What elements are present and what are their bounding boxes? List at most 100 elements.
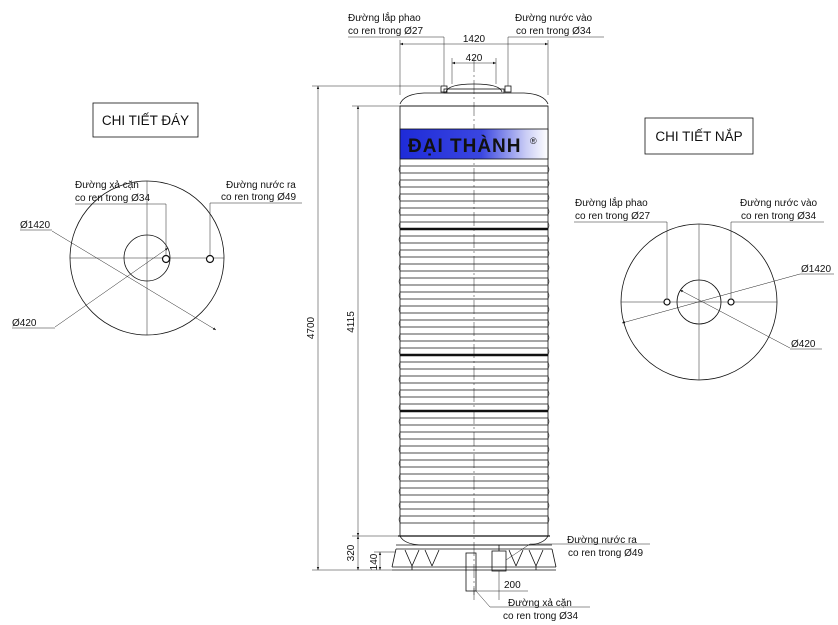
bottom-drain-label-2: co ren trong Ø34 <box>75 193 150 204</box>
bottom-dia-outer-label: Ø1420 <box>20 220 50 231</box>
top-dia-outer-line <box>621 273 801 324</box>
tank-rib-edge <box>398 403 401 412</box>
bottom-dia-inner-line <box>54 247 169 328</box>
top-dia-inner-line <box>679 289 791 349</box>
tank-rib-edge <box>398 445 401 454</box>
top-float-leader <box>574 221 668 298</box>
tank-rib-edge <box>398 501 401 510</box>
top-dia-outer-label: Ø1420 <box>801 264 831 275</box>
float-fitting <box>440 85 448 93</box>
dim-foot-label: 140 <box>369 553 380 570</box>
tank-elevation: Đường lắp phao co ren trong Ø27 Đường nư… <box>306 11 650 622</box>
tank-stand <box>391 544 557 571</box>
tank-rib-edge <box>398 179 401 188</box>
tank-rib-edge <box>547 179 550 188</box>
top-detail-title-box <box>644 117 754 155</box>
bottom-dia-inner-label: Ø420 <box>12 318 37 329</box>
tank-rib-edge <box>398 515 401 524</box>
tank-rib-edge <box>398 473 401 482</box>
elev-drain-leader <box>475 590 590 608</box>
elev-float-leader <box>348 36 445 86</box>
tank-rib-edge <box>547 375 550 384</box>
elev-outlet-leader <box>505 543 650 561</box>
top-float-label-1: Đường lắp phao <box>575 196 648 209</box>
elev-drain-label-1: Đường xả cặn <box>508 598 572 609</box>
dim-offset-label: 200 <box>504 580 521 591</box>
top-detail-title: CHI TIẾT NẮP <box>655 129 742 144</box>
bottom-drain-label-1: Đường xả cặn <box>75 180 139 191</box>
tank-rib-edge <box>547 291 550 300</box>
tank-rib-edge <box>398 207 401 216</box>
tank-rib-edge <box>398 249 401 258</box>
tank-rib-edge <box>398 361 401 370</box>
tank-rib-edge <box>547 221 550 230</box>
tank-rib-edge <box>547 417 550 426</box>
tank-rib-edge <box>547 305 550 314</box>
tank-rib-edge <box>398 277 401 286</box>
bottom-detail-title: CHI TIẾT ĐÁY <box>102 113 189 128</box>
brand-label <box>399 128 549 160</box>
tank-rib-edge <box>398 165 401 174</box>
outlet-pipe <box>491 550 507 572</box>
tank-rib-edge <box>398 417 401 426</box>
tank-rib-edge <box>398 333 401 342</box>
tank-rib-edge <box>547 249 550 258</box>
inlet-fitting <box>504 85 512 93</box>
dim-stand-label: 320 <box>346 544 357 561</box>
bottom-outlet-fitting <box>205 254 215 264</box>
tank-rib-edge <box>547 459 550 468</box>
top-inlet-fitting <box>727 298 735 306</box>
elev-outlet-label-1: Đường nước ra <box>567 535 637 546</box>
tank-rib-edge <box>547 347 550 356</box>
tank-rib-edge <box>398 431 401 440</box>
tank-rib-edge <box>398 375 401 384</box>
top-inlet-leader <box>730 221 824 298</box>
top-detail: CHI TIẾT NẮP Đường lắp phao co ren trong… <box>574 117 834 381</box>
tank-rib-edge <box>547 445 550 454</box>
elev-float-label-1: Đường lắp phao <box>348 11 421 24</box>
tank-rib-edge <box>398 291 401 300</box>
tank-rib-edge <box>398 459 401 468</box>
tank-rib-edge <box>547 193 550 202</box>
bottom-drain-fitting <box>161 254 171 264</box>
tank-rib-edge <box>398 389 401 398</box>
bottom-detail-title-box <box>92 102 199 138</box>
top-inlet-label-2: co ren trong Ø34 <box>741 211 816 222</box>
dim-body-label: 4115 <box>346 311 357 333</box>
tank-rib-edge <box>547 263 550 272</box>
bottom-outlet-label-1: Đường nước ra <box>226 180 296 191</box>
tank-rib-edge <box>547 319 550 328</box>
tank-rib-edge <box>547 389 550 398</box>
tank-dome <box>399 92 549 105</box>
elev-inlet-leader <box>507 36 604 86</box>
tank-rib-edge <box>547 235 550 244</box>
tank-rib-edge <box>547 487 550 496</box>
tank-rib-edge <box>547 361 550 370</box>
drain-pipe <box>465 552 477 592</box>
bottom-dia-outer-line <box>51 230 217 331</box>
top-float-fitting <box>663 298 671 306</box>
tank-rib-edge <box>547 473 550 482</box>
dim-width-label: 1420 <box>463 34 486 45</box>
tank-rib-edge <box>547 277 550 286</box>
tank-rib-edge <box>398 221 401 230</box>
brand-mark: ® <box>530 136 537 146</box>
tank-rib-edge <box>398 305 401 314</box>
tank-rib-edge <box>398 235 401 244</box>
top-dia-inner-label: Ø420 <box>791 339 816 350</box>
tank-rib-edge <box>547 403 550 412</box>
tank-rib-edge <box>547 165 550 174</box>
tank-rib-edge <box>398 263 401 272</box>
elev-float-label-2: co ren trong Ø27 <box>348 26 423 37</box>
brand-text: ĐẠI THÀNH <box>408 135 522 157</box>
tank-rib-edge <box>398 193 401 202</box>
tank-rib-edge <box>547 431 550 440</box>
dim-total-label: 4700 <box>306 316 317 339</box>
elev-inlet-label-1: Đường nước vào <box>515 13 593 24</box>
bottom-outlet-label-2: co ren trong Ø49 <box>221 192 296 203</box>
tank-rib-edge <box>398 487 401 496</box>
elev-inlet-label-2: co ren trong Ø34 <box>516 26 591 37</box>
tank-rib-edge <box>398 319 401 328</box>
tank-rib-edge <box>547 501 550 510</box>
